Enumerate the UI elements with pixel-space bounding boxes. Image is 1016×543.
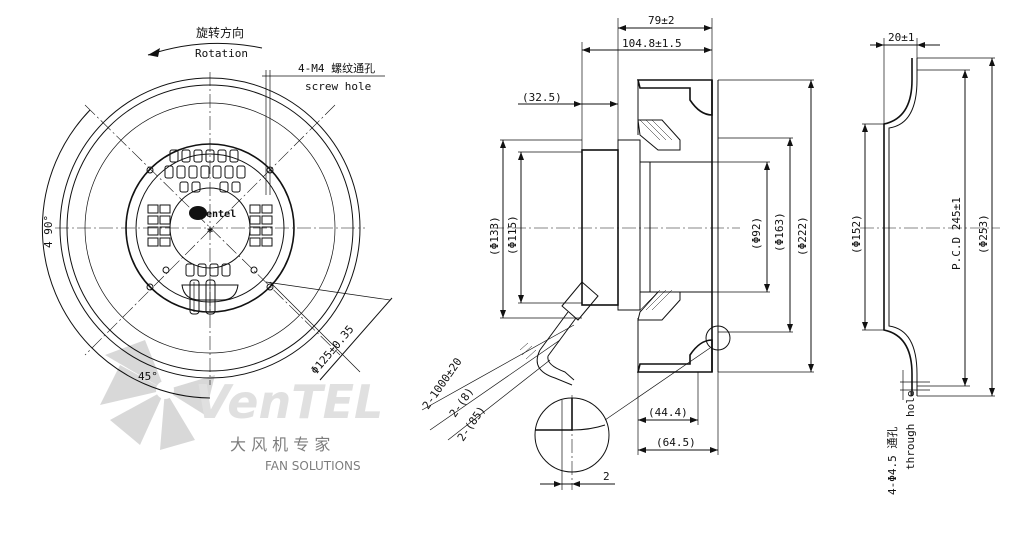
dia-115: (Φ115) (506, 215, 519, 255)
dim-64-5: (64.5) (656, 436, 696, 449)
detail-view: 2 (534, 395, 615, 490)
dia-133: (Φ133) (488, 216, 501, 256)
motor-screws (146, 166, 274, 291)
angle-90-arc (41, 109, 91, 347)
dia-152: (Φ152) (850, 214, 863, 254)
svg-text:✱: ✱ (207, 225, 213, 236)
logo-text: ventel (200, 209, 236, 220)
dim-44-4: (44.4) (648, 406, 688, 419)
watermark-subtitle-cn: 大 风 机 专 家 (230, 435, 330, 454)
detail-dim-2: 2 (603, 470, 610, 483)
rotation-label-cn: 旋转方向 (196, 25, 244, 40)
dia-222: (Φ222) (796, 216, 809, 256)
dia-92: (Φ92) (750, 217, 763, 250)
screw-hole-label-en: screw hole (305, 80, 371, 93)
screw-hole-label-cn: 4-M4 螺纹通孔 (298, 61, 375, 75)
brand-logo: ventel ✱ (189, 206, 236, 236)
dim-104-8: 104.8±1.5 (622, 37, 682, 50)
rotation-arrow (147, 42, 263, 56)
cable-outlet (181, 279, 239, 315)
pcd-125-label: Φ125±0.35 (308, 323, 356, 377)
side-view: 79±2 104.8±1.5 (32.5) (420, 14, 814, 490)
front-view: 旋转方向 Rotation 4-M4 螺纹通孔 screw hole 4 90°… (41, 25, 393, 399)
dia-253: (Φ253) (977, 214, 990, 254)
ventel-watermark: VenTEL 大 风 机 专 家 FAN SOLUTIONS (100, 340, 383, 473)
pcd-245: P.C.D 245±1 (950, 197, 963, 270)
motor-housing (581, 149, 619, 306)
ring-view: 20±1 (Φ152) P.C.D 245±1 (Φ253) 4-Φ4.5 通孔… (850, 31, 1000, 495)
watermark-subtitle-en: FAN SOLUTIONS (265, 459, 361, 473)
watermark-brand: VenTEL (195, 375, 383, 429)
cable-assembly (421, 281, 599, 441)
dim-32-5: (32.5) (522, 91, 562, 104)
dia-163: (Φ163) (773, 212, 786, 252)
angle-45-label: 45° (138, 370, 158, 383)
dim-20: 20±1 (888, 31, 915, 44)
vent-slots (147, 149, 273, 277)
dim-79: 79±2 (648, 14, 675, 27)
rotation-label-en: Rotation (195, 47, 248, 60)
through-hole-en: through hole (904, 391, 917, 470)
through-hole-cn: 4-Φ4.5 通孔 (886, 427, 899, 495)
angle-90-label: 4 90° (42, 215, 55, 248)
